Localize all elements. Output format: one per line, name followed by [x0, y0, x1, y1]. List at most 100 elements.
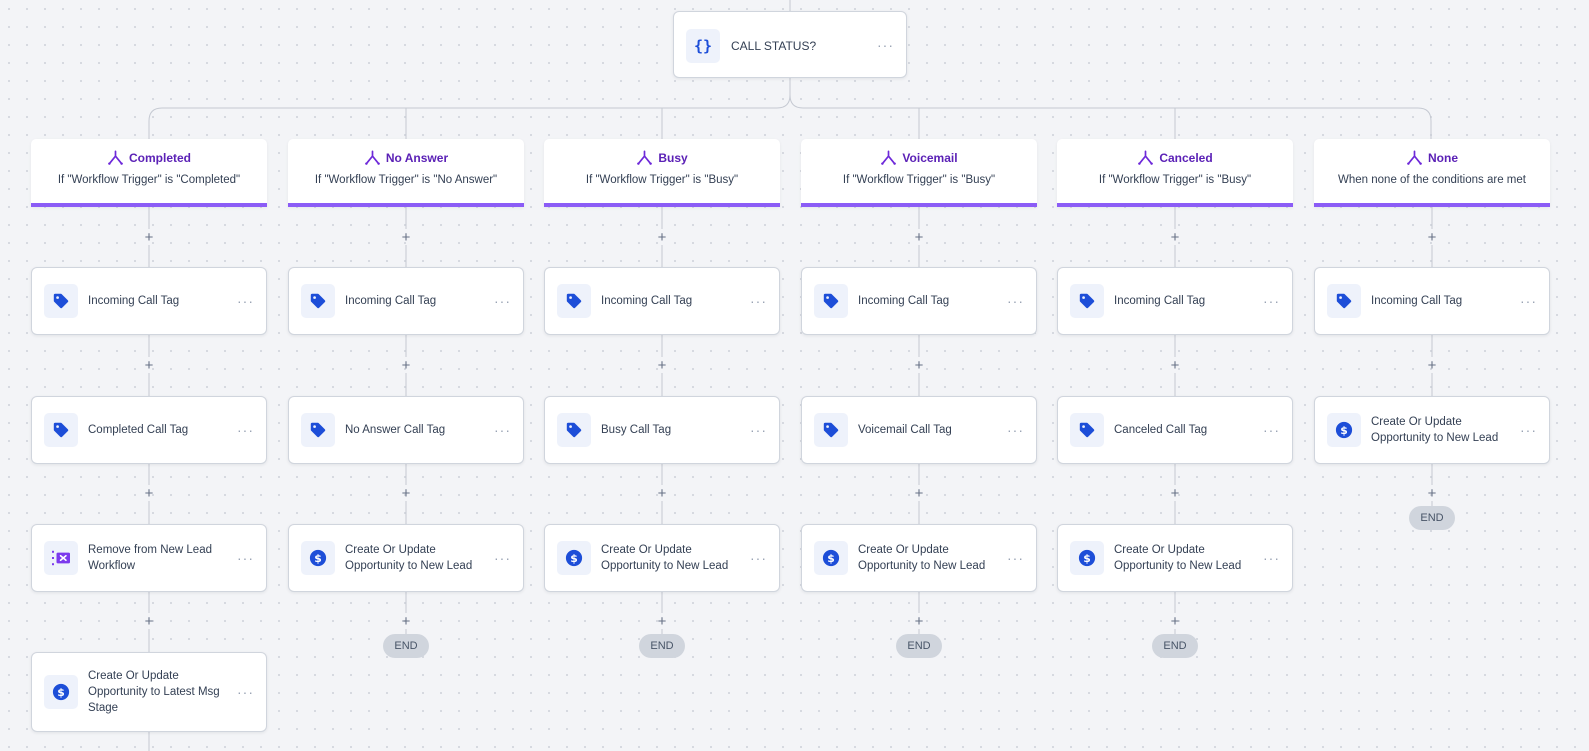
branch-condition: If "Workflow Trigger" is "No Answer" — [314, 174, 498, 186]
more-options-icon[interactable]: ··· — [237, 684, 254, 700]
action-label: Busy Call Tag — [601, 424, 672, 436]
dollar-icon: $ — [814, 541, 848, 575]
action-label: Completed Call Tag — [88, 424, 189, 436]
dollar-icon: $ — [1070, 541, 1104, 575]
add-step-button[interactable]: + — [1170, 356, 1180, 374]
branch-condition: If "Workflow Trigger" is "Busy" — [1098, 174, 1252, 186]
svg-text:$: $ — [827, 552, 835, 565]
action-card[interactable]: Incoming Call Tag··· — [31, 267, 267, 335]
more-options-icon[interactable]: ··· — [1007, 422, 1024, 438]
more-options-icon[interactable]: ··· — [237, 293, 254, 309]
connector-line — [148, 94, 791, 139]
code-braces-icon: {} — [686, 29, 720, 63]
add-step-button[interactable]: + — [914, 228, 924, 246]
add-step-button[interactable]: + — [657, 484, 667, 502]
add-step-button[interactable]: + — [1170, 484, 1180, 502]
action-card[interactable]: Canceled Call Tag ··· — [1057, 396, 1293, 464]
more-options-icon[interactable]: ··· — [494, 293, 511, 309]
action-card[interactable]: Incoming Call Tag ··· — [801, 267, 1037, 335]
add-step-button[interactable]: + — [657, 612, 667, 630]
add-step-button[interactable]: + — [914, 356, 924, 374]
action-card[interactable]: $Create Or Update Opportunity to New Lea… — [1057, 524, 1293, 592]
branch-label: Canceled — [1159, 151, 1213, 165]
action-card[interactable]: $Create Or Update Opportunity to New Lea… — [288, 524, 524, 592]
branch-completed[interactable]: Completed If "Workflow Trigger" is "Compl… — [31, 139, 267, 207]
more-options-icon[interactable]: ··· — [1520, 422, 1537, 438]
action-label: Canceled Call Tag — [1114, 424, 1208, 436]
branch-fork-icon — [364, 150, 381, 166]
more-options-icon[interactable]: ··· — [750, 293, 767, 309]
more-options-icon[interactable]: ··· — [1263, 293, 1280, 309]
branch-title: Completed — [31, 150, 267, 166]
action-card[interactable]: Busy Call Tag ··· — [544, 396, 780, 464]
add-step-button[interactable]: + — [657, 228, 667, 246]
add-step-button[interactable]: + — [1427, 356, 1437, 374]
action-card[interactable]: Voicemail Call Tag··· — [801, 396, 1037, 464]
dollar-icon: $ — [1327, 413, 1361, 447]
action-card[interactable]: Incoming Call Tag··· — [1314, 267, 1550, 335]
action-card[interactable]: $ Create Or Update Opportunity to New Lea… — [1314, 396, 1550, 464]
more-options-icon[interactable]: ··· — [1263, 550, 1280, 566]
more-options-icon[interactable]: ··· — [237, 422, 254, 438]
more-options-icon[interactable]: ··· — [1007, 550, 1024, 566]
remove-from-workflow-icon — [44, 541, 78, 575]
action-card[interactable]: $Create Or Update Opportunity to New Lea… — [801, 524, 1037, 592]
branch-fork-icon — [636, 150, 653, 166]
action-card[interactable]: $Create Or Update Opportunity to New Lea… — [544, 524, 780, 592]
branch-title: Canceled — [1057, 150, 1293, 166]
add-step-button[interactable]: + — [144, 484, 154, 502]
end-node: END — [383, 634, 429, 658]
branch-canceled[interactable]: Canceled If "Workflow Trigger" is "Busy" — [1057, 139, 1293, 207]
add-step-button[interactable]: + — [401, 356, 411, 374]
action-card[interactable]: Incoming Call Tag··· — [1057, 267, 1293, 335]
action-label: Create Or Update Opportunity to Latest M… — [88, 670, 220, 714]
add-step-button[interactable]: + — [144, 612, 154, 630]
connector-line — [789, 94, 1432, 139]
action-label: Incoming Call Tag — [858, 295, 950, 307]
more-options-icon[interactable]: ··· — [1007, 293, 1024, 309]
add-step-button[interactable]: + — [914, 484, 924, 502]
action-card[interactable]: Incoming Call Tag··· — [544, 267, 780, 335]
more-options-icon[interactable]: ··· — [750, 550, 767, 566]
more-options-icon[interactable]: ··· — [494, 422, 511, 438]
add-step-button[interactable]: + — [914, 612, 924, 630]
branch-title: Busy — [544, 150, 780, 166]
add-step-button[interactable]: + — [1427, 484, 1437, 502]
add-step-button[interactable]: + — [657, 356, 667, 374]
add-step-button[interactable]: + — [401, 612, 411, 630]
add-step-button[interactable]: + — [1170, 228, 1180, 246]
more-options-icon[interactable]: ··· — [494, 550, 511, 566]
more-options-icon[interactable]: ··· — [1263, 422, 1280, 438]
more-options-icon[interactable]: ··· — [1520, 293, 1537, 309]
action-label: Create Or Update Opportunity to New Lead — [1371, 416, 1499, 444]
action-card[interactable]: Incoming Call Tag··· — [288, 267, 524, 335]
end-node: END — [1152, 634, 1198, 658]
more-options-icon[interactable]: ··· — [237, 550, 254, 566]
tag-icon — [814, 413, 848, 447]
add-step-button[interactable]: + — [144, 356, 154, 374]
more-options-icon[interactable]: ··· — [877, 37, 894, 53]
more-options-icon[interactable]: ··· — [750, 422, 767, 438]
action-card[interactable]: Completed Call Tag ··· — [31, 396, 267, 464]
action-label: Remove from New Lead Workflow — [88, 544, 212, 572]
action-card[interactable]: $Create Or Update Opportunity to Latest … — [31, 652, 267, 732]
add-step-button[interactable]: + — [1427, 228, 1437, 246]
add-step-button[interactable]: + — [144, 228, 154, 246]
branch-label: Busy — [658, 151, 688, 165]
add-step-button[interactable]: + — [401, 228, 411, 246]
end-node: END — [1409, 506, 1455, 530]
svg-text:$: $ — [1083, 552, 1091, 565]
action-card[interactable]: No Answer Call Tag··· — [288, 396, 524, 464]
action-card[interactable]: Remove from New Lead Workflow ··· — [31, 524, 267, 592]
branch-condition: If "Workflow Trigger" is "Completed" — [57, 174, 241, 186]
tag-icon — [557, 284, 591, 318]
add-step-button[interactable]: + — [1170, 612, 1180, 630]
tag-icon — [814, 284, 848, 318]
add-step-button[interactable]: + — [401, 484, 411, 502]
call-status-condition-node[interactable]: {} CALL STATUS? ··· — [673, 11, 907, 78]
action-label: Create Or Update Opportunity to New Lead — [601, 544, 729, 572]
